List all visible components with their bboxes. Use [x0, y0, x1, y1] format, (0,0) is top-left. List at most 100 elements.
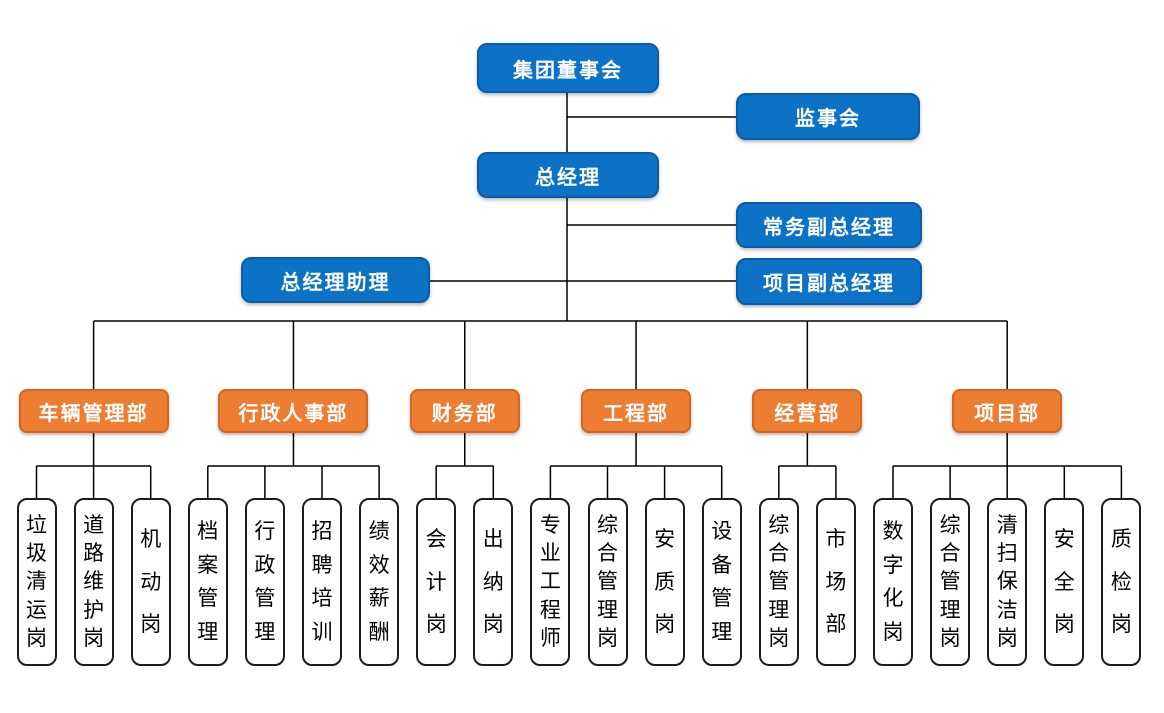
position-node: 招聘培训	[302, 498, 342, 666]
position-label-char: 岗	[140, 612, 162, 636]
position-label-char: 全	[1053, 570, 1075, 594]
department-node: 财务部	[409, 389, 520, 433]
position-label-char: 安	[654, 528, 676, 552]
position-label-char: 理	[768, 598, 790, 622]
position-label-char: 护	[83, 598, 105, 622]
position-label-char: 运	[26, 598, 47, 622]
position-label-char: 检	[1110, 570, 1132, 594]
position-label-char: 管	[939, 570, 961, 594]
position-node: 数字化岗	[873, 498, 913, 666]
position-label-char: 会	[425, 528, 447, 552]
position-label-char: 岗	[1110, 612, 1132, 636]
position-node: 质检岗	[1101, 498, 1142, 666]
position-node: 行政管理	[244, 498, 285, 666]
department-node: 车辆管理部	[18, 389, 169, 433]
position-label-char: 岗	[768, 626, 790, 650]
position-label-char: 管	[197, 587, 219, 611]
position-label-char: 质	[654, 570, 676, 594]
position-label-char: 岗	[1053, 612, 1075, 636]
position-node: 综合管理岗	[758, 498, 799, 666]
node-project-deputy-gm: 项目副总经理	[736, 258, 922, 305]
position-label-char: 管	[768, 570, 790, 594]
position-label-char: 程	[539, 598, 561, 622]
position-node: 出纳岗	[473, 498, 514, 666]
position-label-char: 维	[83, 570, 105, 594]
position-label-char: 管	[254, 587, 276, 611]
position-label-char: 岗	[939, 626, 961, 650]
position-label-char: 计	[425, 570, 447, 594]
position-node: 市场部	[815, 498, 856, 666]
position-node: 安质岗	[644, 498, 685, 666]
position-label-char: 数	[882, 519, 904, 543]
position-label-char: 岗	[996, 626, 1018, 650]
position-label-char: 质	[1110, 528, 1132, 552]
position-label-char: 师	[539, 626, 561, 650]
position-label-char: 清	[996, 514, 1018, 538]
position-label-char: 备	[711, 553, 733, 577]
position-label-char: 岗	[83, 626, 105, 650]
position-node: 道路维护岗	[73, 498, 114, 666]
position-label-char: 效	[368, 553, 390, 577]
position-label-char: 综	[768, 514, 790, 538]
position-label-char: 招	[311, 519, 333, 543]
position-label-char: 岗	[882, 621, 904, 645]
node-executive-deputy-gm: 常务副总经理	[736, 202, 922, 248]
position-label-char: 保	[996, 570, 1018, 594]
position-node: 绩效薪酬	[359, 498, 400, 666]
position-label-char: 理	[254, 621, 276, 645]
position-label-char: 案	[197, 553, 219, 577]
position-node: 设备管理	[701, 498, 742, 666]
position-label-char: 字	[882, 553, 904, 577]
position-node: 会计岗	[416, 498, 457, 666]
position-label-char: 出	[482, 528, 504, 552]
node-general-manager: 总经理	[477, 152, 659, 198]
position-label-char: 垃	[26, 514, 47, 538]
position-label-char: 市	[825, 528, 847, 552]
position-label-char: 岗	[425, 612, 447, 636]
position-node: 清扫保洁岗	[987, 498, 1028, 666]
position-label-char: 部	[825, 612, 847, 636]
position-label-char: 洁	[996, 598, 1018, 622]
node-supervisory-board: 监事会	[736, 93, 920, 140]
position-label-char: 岗	[597, 626, 618, 650]
position-label-char: 场	[825, 570, 847, 594]
position-label-char: 理	[197, 621, 219, 645]
node-board-of-directors: 集团董事会	[477, 43, 659, 93]
position-label-char: 合	[939, 542, 961, 566]
position-label-char: 聘	[311, 553, 333, 577]
position-label-char: 综	[939, 514, 961, 538]
position-label-char: 理	[597, 598, 618, 622]
position-label-char: 培	[311, 587, 333, 611]
position-label-char: 管	[711, 587, 733, 611]
position-label-char: 理	[711, 621, 733, 645]
position-label-char: 清	[26, 570, 47, 594]
position-node: 垃圾清运岗	[16, 498, 57, 666]
position-label-char: 安	[1053, 528, 1075, 552]
position-label-char: 综	[597, 514, 618, 538]
position-node: 安全岗	[1044, 498, 1085, 666]
department-node: 工程部	[581, 389, 692, 433]
position-label-char: 纳	[482, 570, 504, 594]
position-label-char: 扫	[996, 542, 1018, 566]
position-label-char: 行	[254, 519, 276, 543]
position-node: 机动岗	[130, 498, 171, 666]
position-label-char: 酬	[368, 621, 390, 645]
position-node: 综合管理岗	[930, 498, 971, 666]
position-label-char: 业	[539, 542, 561, 566]
department-node: 项目部	[952, 389, 1063, 433]
position-label-char: 薪	[368, 587, 390, 611]
position-label-char: 合	[768, 542, 790, 566]
position-label-char: 绩	[368, 519, 390, 543]
position-node: 档案管理	[187, 498, 228, 666]
position-label-char: 圾	[26, 542, 47, 566]
position-node: 综合管理岗	[587, 498, 628, 666]
position-label-char: 管	[597, 570, 618, 594]
position-label-char: 政	[254, 553, 276, 577]
position-node: 专业工程师	[530, 498, 571, 666]
position-label-char: 化	[882, 587, 904, 611]
position-label-char: 专	[539, 514, 561, 538]
position-label-char: 岗	[482, 612, 504, 636]
position-label-char: 训	[311, 621, 333, 645]
position-label-char: 路	[83, 542, 105, 566]
